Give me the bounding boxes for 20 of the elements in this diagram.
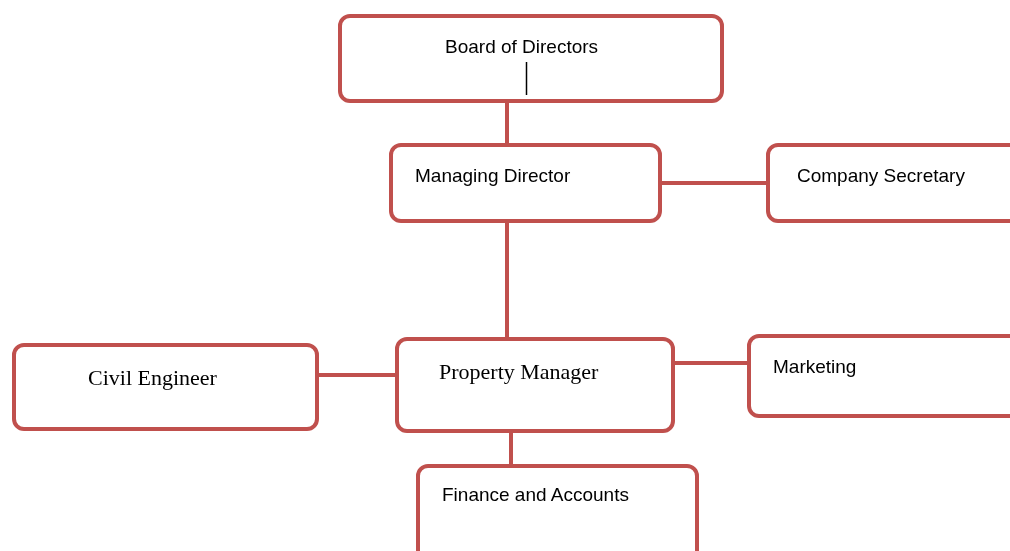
connector-line xyxy=(319,373,395,377)
org-box xyxy=(12,343,319,431)
org-box xyxy=(766,143,1010,223)
org-box xyxy=(338,14,724,103)
org-box xyxy=(389,143,662,223)
connector-line xyxy=(675,361,747,365)
org-box xyxy=(395,337,675,433)
role-title: Property Manager xyxy=(439,359,599,385)
role-title: Finance and Accounts xyxy=(442,484,629,506)
role-title: Civil Engineer xyxy=(88,365,217,391)
role-title: Company Secretary xyxy=(797,165,965,187)
role-title: Board of Directors xyxy=(445,36,599,58)
connector-line xyxy=(662,181,766,185)
role-title: Managing Director xyxy=(415,165,571,187)
connector-line xyxy=(505,103,509,143)
role-title: Marketing xyxy=(773,356,857,378)
connector-line xyxy=(505,223,509,337)
org-box xyxy=(747,334,1010,418)
org-box xyxy=(416,464,699,551)
connector-line xyxy=(509,433,513,464)
